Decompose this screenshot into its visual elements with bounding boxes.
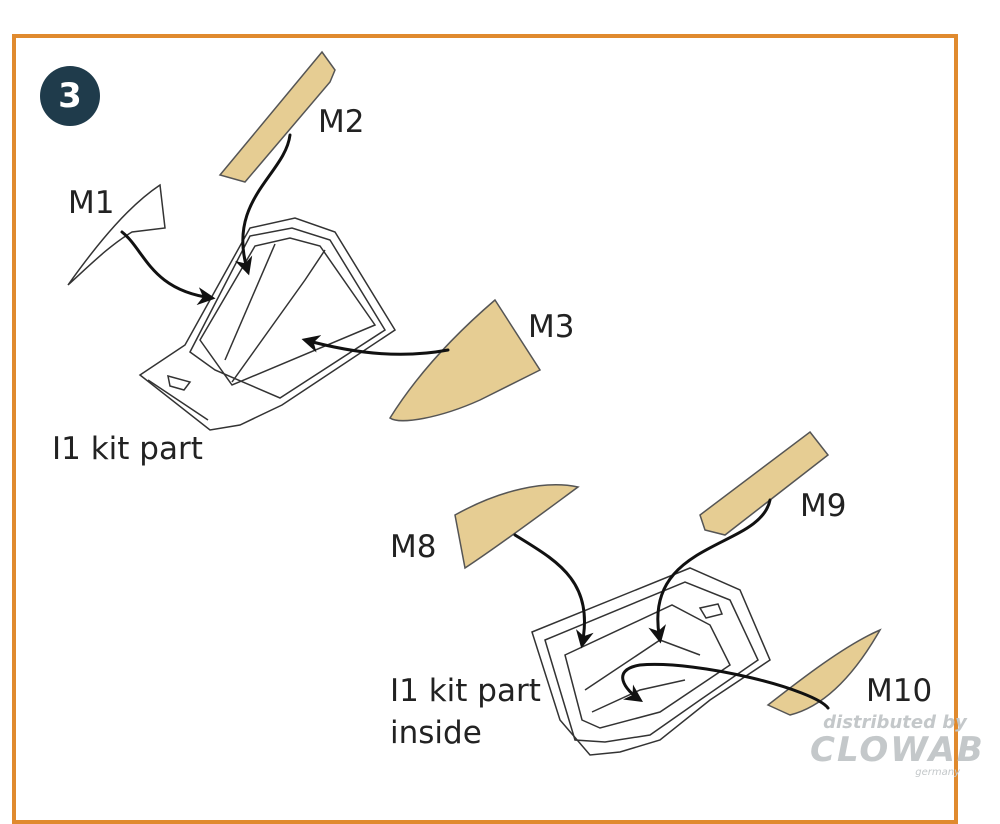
arrow-m1 xyxy=(120,230,216,306)
mask-m9 xyxy=(699,430,830,536)
watermark-logo: CLOWAB xyxy=(810,730,985,770)
arrow-group xyxy=(120,133,830,710)
mask-m1 xyxy=(67,183,166,286)
label-m10: M10 xyxy=(866,673,933,709)
label-m9: M9 xyxy=(800,488,847,524)
arrow-m2 xyxy=(235,133,292,276)
label-m1: M1 xyxy=(68,185,115,221)
label-kit-part-upper: I1 kit part xyxy=(52,431,203,467)
arrow-m8 xyxy=(513,533,594,649)
mask-m10 xyxy=(766,628,882,716)
mask-m3 xyxy=(388,298,542,422)
assembly-diagram xyxy=(67,50,882,756)
step-number-badge: 3 xyxy=(40,66,100,126)
mask-m2 xyxy=(218,50,336,183)
kit-part-i1-inside xyxy=(531,567,771,756)
watermark-line3: germany xyxy=(915,767,960,778)
arrow-m10 xyxy=(621,662,830,710)
label-m3: M3 xyxy=(528,309,575,345)
distributor-watermark: distributed by CLOWAB germany xyxy=(810,712,985,778)
step-number: 3 xyxy=(58,76,82,116)
label-kit-part-lower: I1 kit part xyxy=(390,673,541,709)
mask-m8 xyxy=(454,484,580,570)
watermark-line1: distributed by xyxy=(823,712,967,733)
label-m8: M8 xyxy=(390,529,437,565)
arrow-m3 xyxy=(301,335,450,356)
arrow-m9 xyxy=(648,498,772,644)
instruction-step: 3 M2 M1 M3 I1 kit part M9 M8 I1 kit part… xyxy=(12,34,985,824)
kit-part-i1-canopy xyxy=(138,217,397,431)
label-m2: M2 xyxy=(318,104,365,140)
label-kit-part-inside: inside xyxy=(390,715,482,751)
